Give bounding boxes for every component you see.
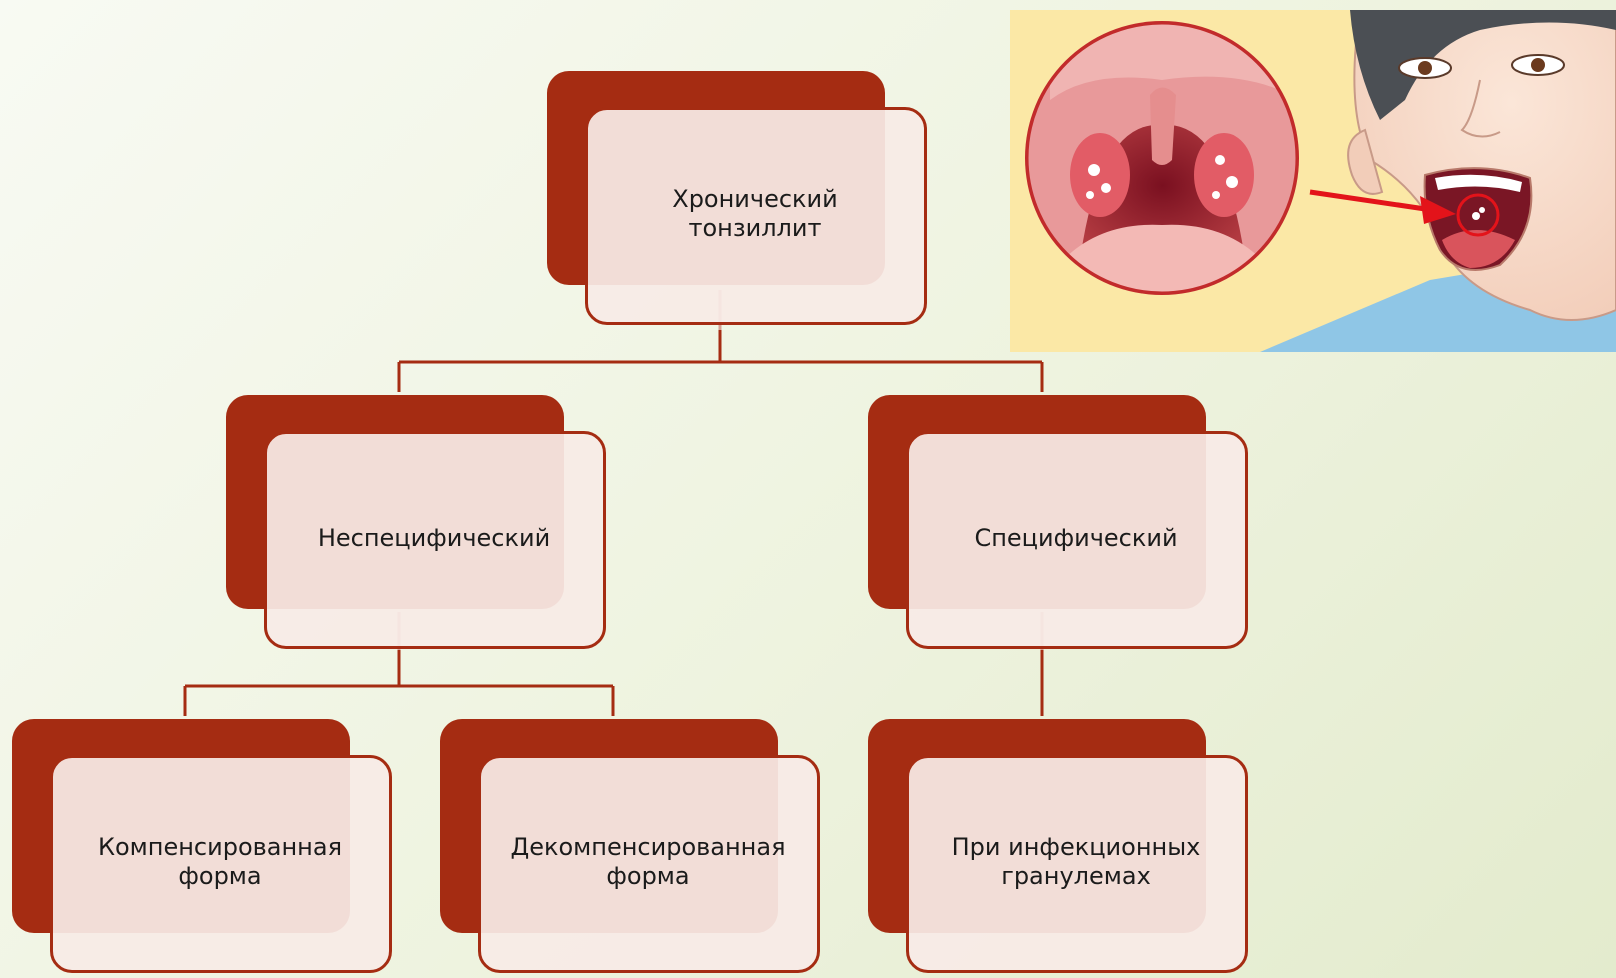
- node-label: Неспецифический: [317, 523, 551, 552]
- node-label: Специфический: [974, 523, 1178, 552]
- throat-illustration-svg: [1010, 10, 1616, 352]
- node-label: При инфекционных гранулемах: [951, 833, 1201, 890]
- node-chronic-tonsillitis: Хронический тонзиллит: [547, 71, 927, 325]
- throat-illustration: [1010, 10, 1616, 352]
- node-box: [264, 431, 606, 649]
- node-box: [478, 755, 820, 973]
- node-infectious-granulomas: При инфекционных гранулемах: [868, 719, 1248, 973]
- node-nonspecific: Неспецифический: [226, 395, 606, 649]
- node-label: Декомпенсированная форма: [510, 833, 786, 890]
- node-decompensated-form: Декомпенсированная форма: [440, 719, 820, 973]
- node-box: [50, 755, 392, 973]
- node-box: [585, 107, 927, 325]
- node-box: [906, 431, 1248, 649]
- node-compensated-form: Компенсированная форма: [12, 719, 392, 973]
- node-label: Хронический тонзиллит: [672, 185, 838, 242]
- node-specific: Специфический: [868, 395, 1248, 649]
- node-label: Компенсированная форма: [97, 833, 343, 890]
- node-box: [906, 755, 1248, 973]
